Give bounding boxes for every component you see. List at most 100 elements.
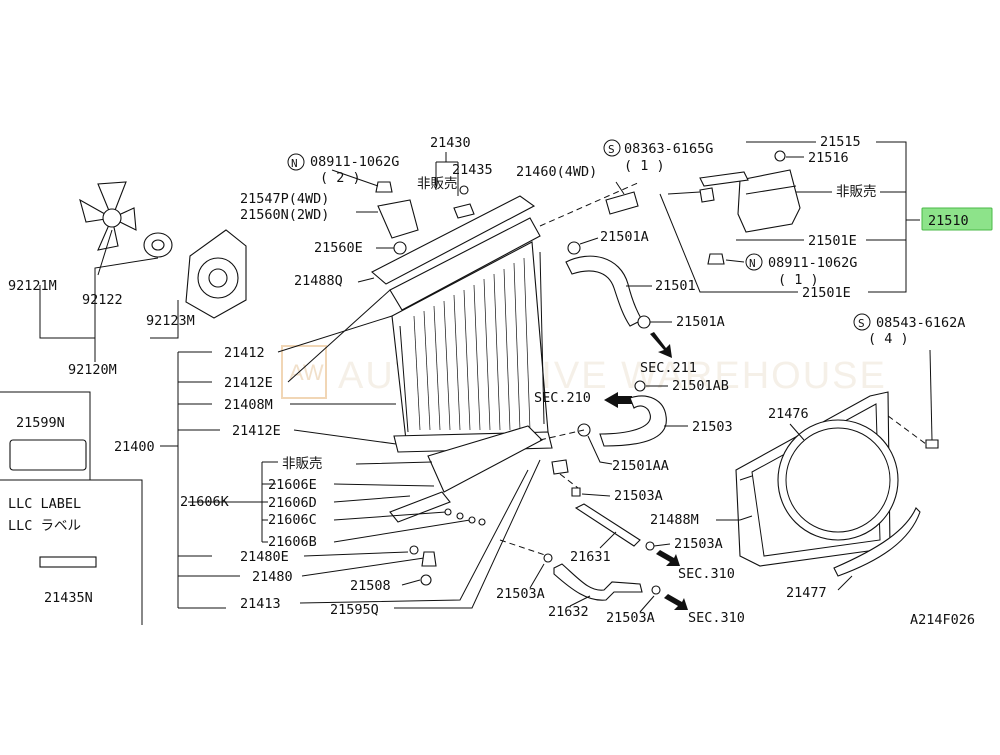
label-21435: 21435: [452, 162, 493, 178]
label-21632: 21632: [548, 604, 589, 620]
watermark-logo: AW: [289, 360, 324, 385]
label-21480e: 21480E: [240, 549, 289, 565]
label-21508: 21508: [350, 578, 391, 594]
label-21515: 21515: [820, 134, 861, 150]
n-symbol-bot-text: N: [749, 257, 756, 270]
upper-hose: [565, 255, 643, 327]
label-21412e-b: 21412E: [232, 423, 281, 439]
bolt-08911-top: [375, 181, 393, 193]
s-symbol-top: [603, 139, 621, 157]
label-21501a-mid: 21501A: [676, 314, 725, 330]
label-21503a-2: 21503A: [674, 536, 723, 552]
label-21516-note: 非販売: [836, 184, 877, 200]
reservoir-hose-cap: [699, 171, 749, 187]
bolt-08363: [699, 187, 715, 203]
n-symbol-bot: [745, 253, 763, 271]
label-08911-top-qty: ( 2 ): [320, 170, 361, 186]
label-21408m: 21408M: [224, 397, 273, 413]
label-sec211: SEC.211: [640, 360, 697, 376]
bolt-08911-bot: [707, 253, 725, 265]
arrow-sec210: [604, 392, 632, 408]
radiator-fins: [413, 257, 531, 431]
label-21560e: 21560E: [314, 240, 363, 256]
llc-label-jp: LLC ラベル: [8, 518, 81, 534]
label-21501a-top: 21501A: [600, 229, 649, 245]
label-21606e: 21606E: [268, 477, 317, 493]
label-21476: 21476: [768, 406, 809, 422]
llc-label-plate: [39, 556, 97, 568]
label-21606k: 21606K: [180, 494, 230, 510]
n-symbol-top: [287, 153, 305, 171]
label-21606d: 21606D: [268, 495, 317, 511]
n-symbol-top-text: N: [291, 157, 298, 170]
label-21503a-3: 21503A: [496, 586, 545, 602]
label-21606b: 21606B: [268, 534, 317, 550]
label-21595q: 21595Q: [330, 602, 379, 618]
screw-08543: [925, 439, 939, 449]
label-21599n: 21599N: [16, 415, 65, 431]
s-symbol-right-text: S: [858, 317, 865, 330]
cover-21460: [605, 191, 639, 215]
drain-cock: [421, 551, 437, 567]
arrow-sec211: [650, 332, 672, 358]
label-08543: 08543-6162A: [876, 315, 965, 331]
label-21501ab: 21501AB: [672, 378, 729, 394]
fan-blade: [79, 181, 137, 251]
label-21501e-b: 21501E: [802, 285, 851, 301]
label-21412e: 21412E: [224, 375, 273, 391]
s-symbol-right: [853, 313, 871, 331]
label-08911-top: 08911-1062G: [310, 154, 399, 170]
label-21503: 21503: [692, 419, 733, 435]
shroud-seal-21477: [833, 507, 921, 577]
label-21435n: 21435N: [44, 590, 93, 606]
hose-21632: [553, 563, 643, 601]
fan-shroud-small: [185, 229, 247, 319]
label-21631: 21631: [570, 549, 611, 565]
label-08543-qty: ( 4 ): [868, 331, 909, 347]
label-21510: 21510: [928, 213, 969, 229]
label-92121m: 92121M: [8, 278, 57, 294]
label-21413: 21413: [240, 596, 281, 612]
label-08911-bot-qty: ( 1 ): [778, 272, 819, 288]
label-21501: 21501: [655, 278, 696, 294]
fan-coupling: [143, 232, 173, 258]
label-08363-qty: ( 1 ): [624, 158, 665, 174]
label-21503a-1: 21503A: [614, 488, 663, 504]
label-08363: 08363-6165G: [624, 141, 713, 157]
label-21501e-a: 21501E: [808, 233, 857, 249]
label-92123m: 92123M: [146, 313, 195, 329]
lower-hose-21503: [599, 395, 667, 447]
arrow-sec310-b: [664, 594, 688, 610]
label-21606c: 21606C: [268, 512, 317, 528]
radiator-cap: [453, 203, 475, 219]
s-symbol-top-text: S: [608, 143, 615, 156]
label-21435-note: 非販売: [417, 176, 458, 192]
label-sec310-a: SEC.310: [678, 566, 735, 582]
label-note-nonsale: 非販売: [282, 456, 323, 472]
reservoir-tank: [737, 169, 801, 233]
diagram-code: A214F026: [910, 612, 975, 628]
upper-seal-strip: [371, 195, 536, 285]
upper-tank: [389, 217, 541, 311]
highlight-21510: [921, 207, 993, 231]
label-sec210: SEC.210: [534, 390, 591, 406]
label-08911-bot: 08911-1062G: [768, 255, 857, 271]
label-21460: 21460(4WD): [516, 164, 597, 180]
label-21503a-4: 21503A: [606, 610, 655, 626]
label-21516: 21516: [808, 150, 849, 166]
label-21560n: 21560N(2WD): [240, 207, 329, 223]
llc-label-en: LLC LABEL: [8, 496, 81, 512]
label-21400: 21400: [114, 439, 155, 455]
label-21547p: 21547P(4WD): [240, 191, 329, 207]
label-21501aa: 21501AA: [612, 458, 669, 474]
label-21480: 21480: [252, 569, 293, 585]
fan-shroud-large: [735, 391, 899, 567]
label-92120m: 92120M: [68, 362, 117, 378]
mount-rubber: [393, 241, 407, 255]
label-21488m: 21488M: [650, 512, 699, 528]
label-21477: 21477: [786, 585, 827, 601]
label-21488q: 21488Q: [294, 273, 343, 289]
bracket-upper: [377, 199, 419, 239]
